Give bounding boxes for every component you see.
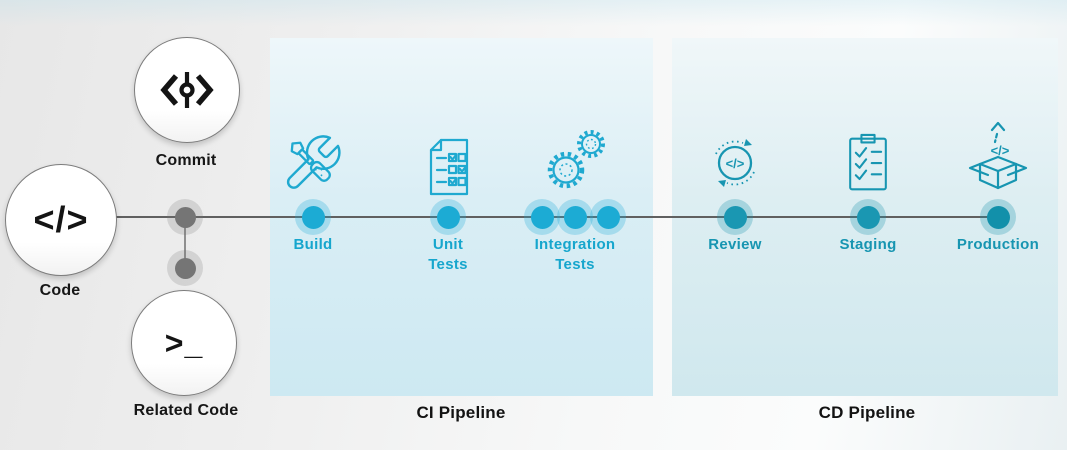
related-code-label: Related Code (133, 402, 239, 419)
build-tools-icon (280, 131, 346, 197)
terminal-icon: >_ (164, 324, 204, 361)
code-circle: </> (5, 164, 117, 276)
production-label: Production (956, 236, 1040, 253)
build-label: Build (293, 236, 333, 253)
production-code-glyph: </> (991, 143, 1010, 158)
code-review-icon: </> (703, 128, 767, 194)
ci-pipeline-title: CI Pipeline (416, 403, 506, 422)
review-code-glyph: </> (726, 156, 745, 171)
review-node (717, 199, 753, 235)
build-node (295, 199, 331, 235)
unit-tests-checklist-icon (421, 136, 477, 198)
production-deploy-icon: </> (963, 120, 1033, 206)
staging-label: Staging (839, 236, 897, 253)
pipeline-timeline (112, 216, 999, 218)
staging-node (850, 199, 886, 235)
integration-tests-node-3 (590, 199, 626, 235)
staging-clipboard-icon (838, 130, 898, 198)
branch-node-upper (167, 199, 203, 235)
commit-circle (134, 37, 240, 143)
commit-label: Commit (155, 152, 217, 169)
integration-tests-node-1 (524, 199, 560, 235)
branch-node-lower (167, 250, 203, 286)
production-node (980, 199, 1016, 235)
unit-tests-label: Unit Tests (428, 236, 468, 273)
branch-connector-line (184, 217, 186, 268)
code-label: Code (39, 282, 81, 299)
unit-tests-node (430, 199, 466, 235)
cd-pipeline-title: CD Pipeline (818, 403, 916, 422)
git-commit-icon (156, 63, 218, 117)
review-label: Review (708, 236, 762, 253)
related-code-circle: >_ (131, 290, 237, 396)
integration-gears-icon (540, 127, 610, 191)
code-brackets-icon: </> (33, 199, 89, 240)
integration-tests-node-2 (557, 199, 593, 235)
integration-tests-label: Integration Tests (534, 236, 616, 273)
